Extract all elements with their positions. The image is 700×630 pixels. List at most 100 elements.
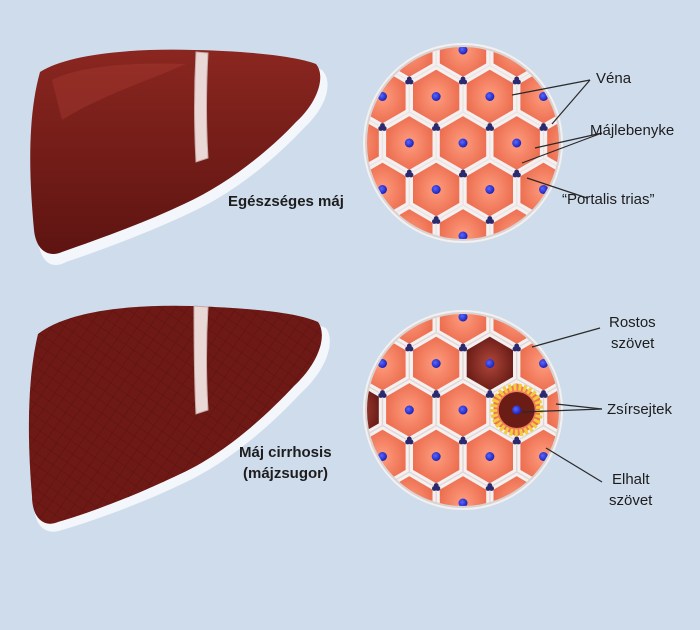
portal-triad-marker: [489, 486, 494, 491]
portal-triad-marker: [381, 486, 387, 491]
portal-triad-marker: [408, 439, 414, 445]
portal-triad-marker: [568, 170, 573, 175]
portal-triad-marker: [381, 393, 387, 398]
dead-lobule: [366, 379, 382, 441]
portal-triad-marker: [539, 33, 544, 38]
dead-tissue-label-line2: szövet: [609, 492, 653, 509]
portal-triad-marker: [489, 393, 494, 398]
portal-triad-marker: [353, 170, 358, 175]
portal-triad-marker: [355, 440, 360, 445]
central-vein: [512, 231, 522, 240]
portal-triad-marker: [462, 172, 468, 178]
central-vein: [458, 313, 468, 322]
fat-cells-label: Zsírsejtek: [607, 401, 673, 418]
leader-vein-2: [551, 79, 591, 125]
central-vein: [404, 313, 414, 322]
portal-triad-marker: [566, 173, 571, 178]
central-vein: [431, 92, 441, 101]
central-vein: [458, 46, 468, 55]
central-vein: [351, 406, 360, 415]
central-vein: [404, 498, 414, 507]
portal-triad-marker: [541, 483, 546, 488]
cirrhosis-caption-line2: (májzsugor): [243, 465, 329, 482]
portal-triad-marker: [514, 263, 519, 268]
leader-vein-1: [511, 79, 591, 96]
portal-triad-marker: [458, 439, 464, 445]
portal-triad-marker: [486, 33, 491, 38]
leader-portal: [526, 177, 588, 199]
central-vein: [404, 231, 414, 240]
portal-triad-marker: [541, 216, 546, 221]
portal-triad-marker: [378, 393, 384, 398]
portal-triad-marker: [355, 347, 360, 352]
portal-triad-marker: [489, 33, 494, 38]
portal-triad-marker: [489, 300, 494, 305]
vein-label: Véna: [596, 70, 632, 87]
portal-triad-marker: [539, 486, 545, 491]
portal-triad-marker: [458, 79, 464, 85]
portal-triad-marker: [408, 346, 414, 352]
portal-triad-marker: [408, 172, 414, 178]
leader-fibrous: [531, 327, 601, 348]
lobule-label: Májlebenyke: [590, 122, 675, 139]
portal-triad-marker: [512, 172, 518, 178]
leader-lines: [511, 79, 603, 483]
portal-triad-marker: [355, 80, 360, 85]
portal-triad-marker: [407, 263, 412, 268]
cirrhotic-liver: [28, 305, 330, 532]
central-vein: [431, 359, 441, 368]
portal-triad-marker: [462, 439, 468, 445]
central-vein: [458, 138, 468, 148]
healthy-liver-highlight: [52, 63, 186, 120]
central-vein: [485, 359, 495, 368]
portal-triad-marker: [435, 219, 441, 224]
portal-triad-marker: [328, 126, 333, 131]
portal-triad-marker: [435, 126, 441, 131]
portal-triad-marker: [328, 393, 333, 398]
portal-triad-marker: [405, 346, 410, 352]
portal-triad-marker: [512, 346, 518, 352]
portal-triad-marker: [516, 346, 521, 352]
portal-triad-marker: [593, 393, 598, 398]
central-vein: [458, 405, 468, 415]
central-vein: [404, 405, 414, 415]
portal-triad-marker: [382, 33, 387, 38]
portal-triad-marker: [432, 300, 437, 305]
healthy-tissue-circle: [328, 33, 573, 268]
cirrhosis-caption-line1: Máj cirrhosis: [239, 444, 332, 461]
fibrous-tissue-label-line2: szövet: [611, 335, 655, 352]
leader-fat-2: [521, 408, 603, 413]
leader-dead: [545, 447, 603, 483]
healthy-lobule-grid: [328, 33, 573, 268]
portal-triad-marker: [512, 439, 518, 445]
portal-triad-marker: [353, 437, 358, 442]
healthy-liver-body: [30, 49, 321, 254]
central-vein: [404, 138, 414, 148]
portal-triad-marker: [408, 79, 414, 85]
portal-triad-marker: [432, 219, 437, 224]
portal-triad-marker: [485, 126, 491, 131]
central-vein: [485, 185, 495, 194]
portal-triad-marker: [432, 126, 437, 131]
portal-triad-marker: [432, 393, 437, 398]
portal-triad-marker: [405, 172, 410, 178]
portal-triad-marker: [436, 33, 441, 38]
central-vein: [404, 46, 414, 55]
portal-triad-marker: [539, 219, 545, 224]
healthy-liver: [30, 49, 328, 266]
portal-triad-marker: [566, 347, 571, 352]
portal-triad-marker: [462, 79, 468, 85]
portal-triad-marker: [516, 79, 521, 85]
portal-triad-marker: [432, 486, 437, 491]
central-vein: [431, 185, 441, 194]
portal-triad-marker: [542, 126, 548, 131]
lobule-hexagon: [366, 112, 382, 174]
central-vein: [485, 452, 495, 461]
portal-triad-marker: [461, 263, 466, 268]
cirrhotic-liver-ligament: [193, 305, 209, 415]
cirrhotic-liver-mesh: [28, 305, 322, 524]
central-vein: [512, 46, 522, 55]
central-vein: [512, 313, 522, 322]
